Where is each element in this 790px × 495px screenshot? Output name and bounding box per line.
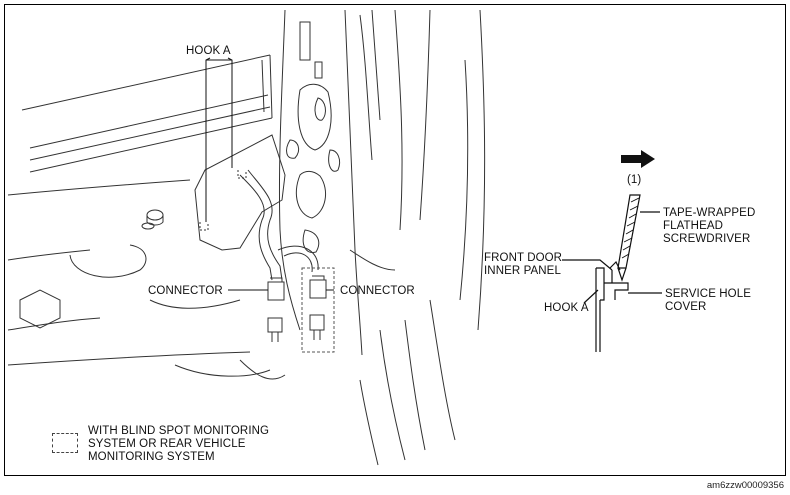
label-service-hole: SERVICE HOLE — [665, 288, 751, 300]
hook-detail — [562, 150, 662, 352]
label-hook-a-top: HOOK A — [186, 45, 231, 57]
label-tape-wrapped: TAPE-WRAPPED — [663, 207, 756, 219]
legend-dashed-box — [52, 433, 78, 453]
wire-harness — [239, 174, 273, 281]
label-flathead: FLATHEAD — [663, 220, 724, 232]
legend-line-3: MONITORING SYSTEM — [88, 451, 215, 463]
door-skin — [7, 179, 286, 380]
legend-line-2: SYSTEM OR REAR VEHICLE — [88, 438, 246, 450]
optional-equipment-box — [301, 267, 335, 353]
window-sash-lines — [21, 54, 273, 173]
connector-right-shape — [309, 275, 327, 340]
leader-lines — [205, 57, 334, 291]
hook-a-mark-lower — [199, 222, 209, 231]
label-cover: COVER — [665, 301, 707, 313]
label-hook-a-detail: HOOK A — [544, 302, 589, 314]
connector-left-shape — [267, 277, 285, 342]
figure-code: am6zzw00009356 — [706, 480, 784, 491]
door-right-edge — [349, 9, 486, 466]
legend-line-1: WITH BLIND SPOT MONITORING — [88, 425, 270, 437]
label-inner-panel: INNER PANEL — [484, 265, 561, 277]
label-screwdriver: SCREWDRIVER — [663, 233, 751, 245]
bolt-stud — [141, 209, 164, 230]
hook-a-mark-upper — [237, 170, 247, 179]
label-connector-right: CONNECTOR — [340, 285, 415, 297]
service-hole-cover — [194, 134, 286, 251]
label-step-1: (1) — [627, 174, 642, 186]
arrow-right-icon — [621, 150, 655, 168]
label-connector-left: CONNECTOR — [148, 285, 223, 297]
label-front-door: FRONT DOOR — [484, 252, 563, 264]
door-pillar — [278, 9, 381, 356]
diagram-frame — [4, 4, 786, 476]
